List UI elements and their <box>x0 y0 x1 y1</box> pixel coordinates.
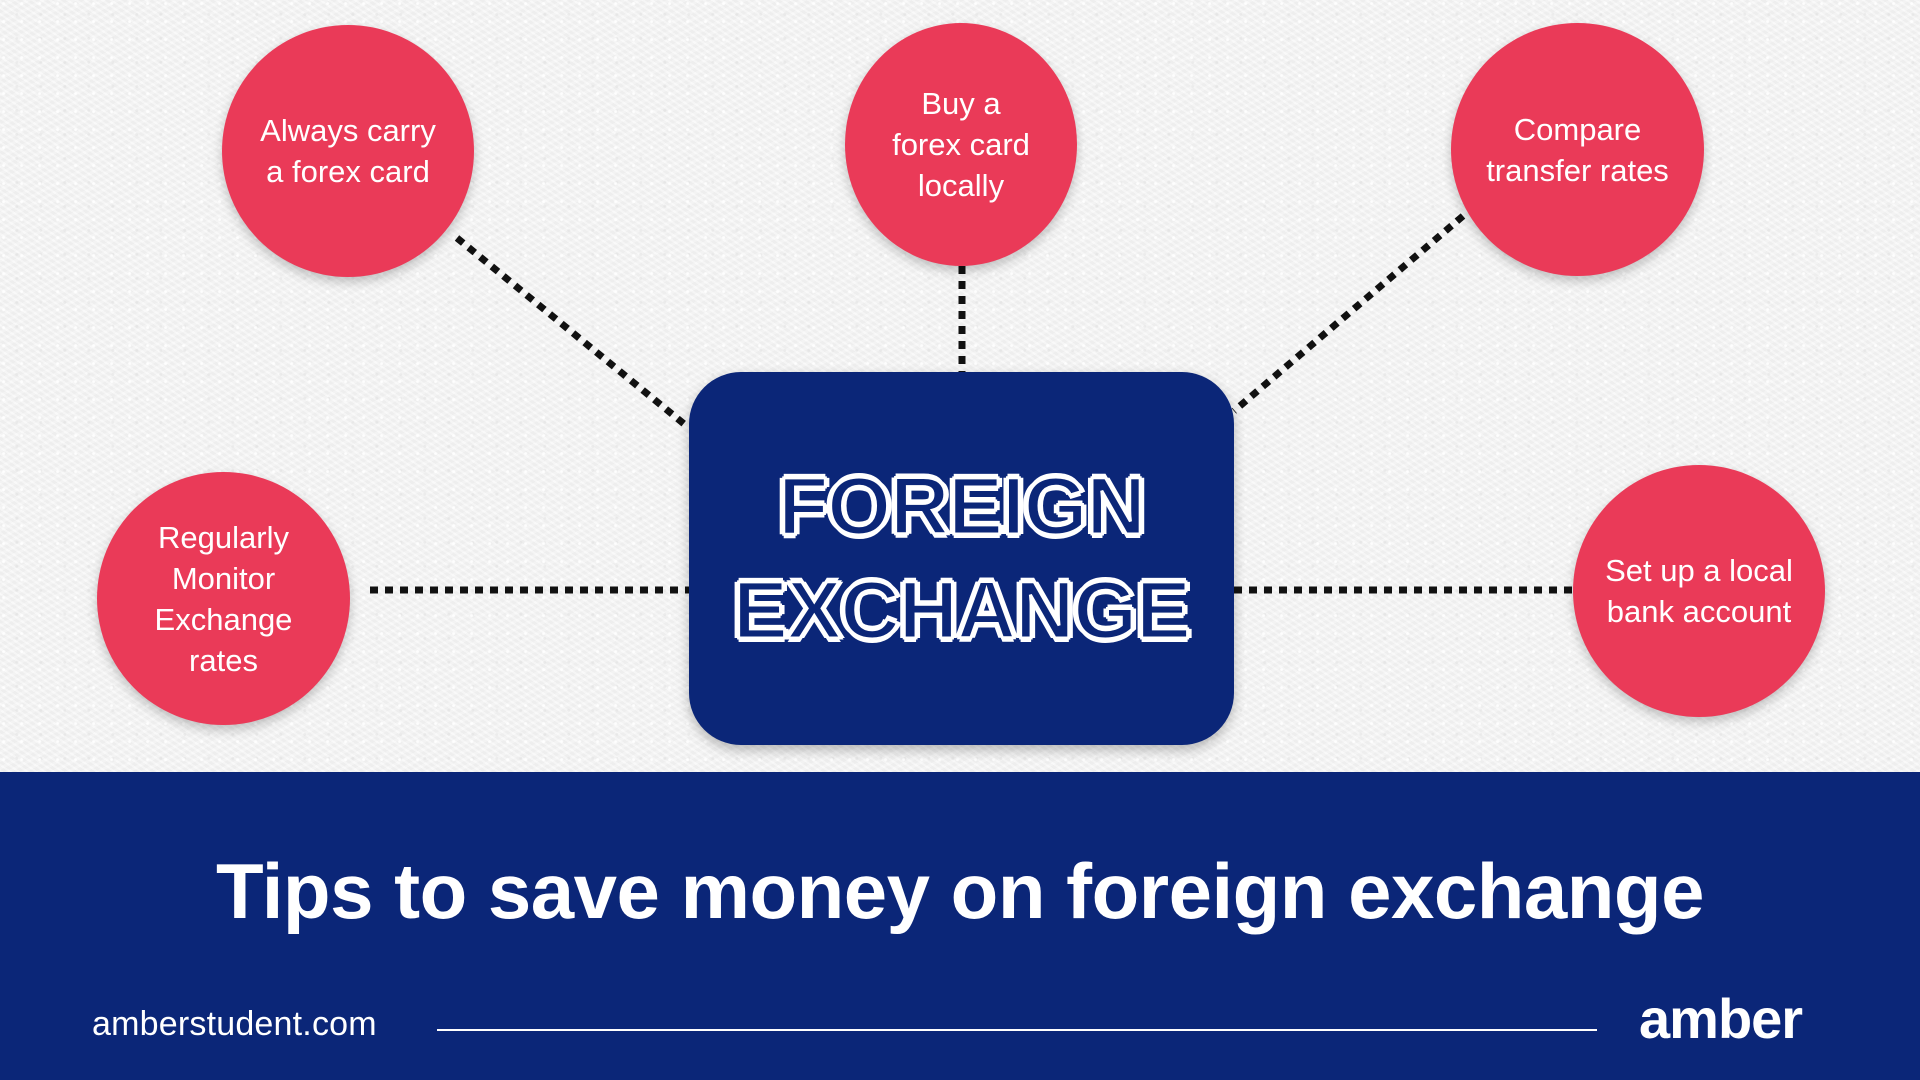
tip-monitor-rates-label: Regularly Monitor Exchange rates <box>154 519 293 678</box>
tip-regularly-monitor-exchange-rates: Regularly Monitor Exchange rates <box>97 472 350 725</box>
connector-top-left <box>454 235 692 431</box>
tip-set-up-local-bank-account: Set up a local bank account <box>1573 465 1825 717</box>
tip-compare-transfer-rates: Compare transfer rates <box>1451 23 1704 276</box>
foreign-exchange-center-box: FOREIGN EXCHANGE <box>689 372 1234 745</box>
footer-title: Tips to save money on foreign exchange <box>216 847 1704 935</box>
footer-divider <box>437 1029 1597 1031</box>
tip-always-carry-forex-card: Always carry a forex card <box>222 25 474 277</box>
tip-always-carry-label: Always carry a forex card <box>260 113 436 189</box>
foreign-exchange-title: FOREIGN EXCHANGE <box>732 459 1193 657</box>
amber-logo-text: amber <box>1639 987 1803 1050</box>
tip-compare-rates-label: Compare transfer rates <box>1486 111 1669 188</box>
connector-top-right <box>1231 213 1466 414</box>
tip-buy-locally-label: Buy a forex card locally <box>892 86 1030 203</box>
connector-lines <box>370 213 1573 594</box>
tip-local-account-label: Set up a local bank account <box>1605 553 1793 629</box>
tip-buy-forex-card-locally: Buy a forex card locally <box>845 23 1077 266</box>
website-label: amberstudent.com <box>92 1005 377 1043</box>
footer-band <box>0 772 1920 1080</box>
